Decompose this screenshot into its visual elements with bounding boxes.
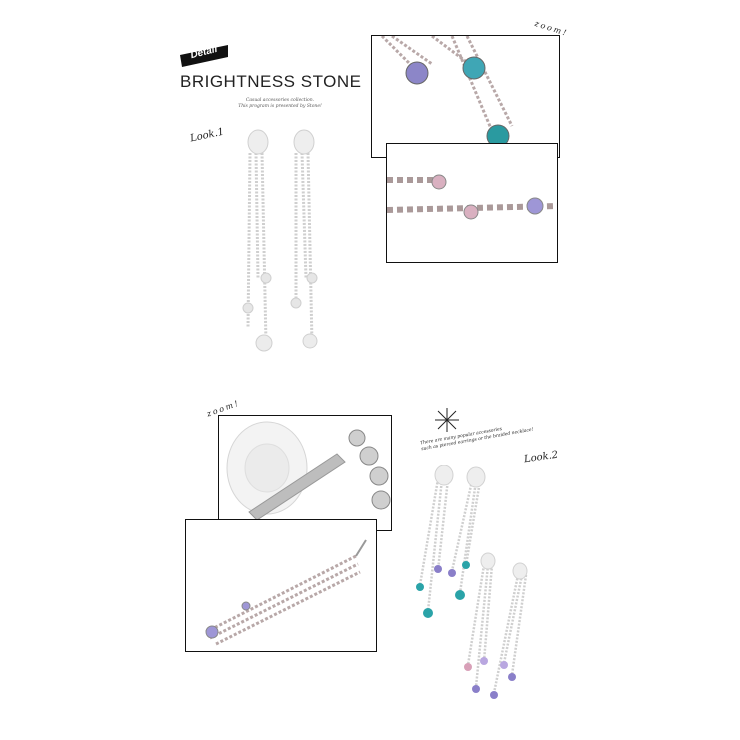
zoom-stones-illustration [380, 36, 514, 148]
subtitle-line-1: Casual accessories collection. [245, 98, 315, 103]
zoom-photo-post [218, 415, 392, 531]
earrings-illustration-1 [242, 129, 318, 352]
earrings-photo-look1 [236, 128, 336, 358]
subtitle: Casual accessories collection. This prog… [220, 98, 340, 110]
page-title: BRIGHTNESS STONE [180, 72, 362, 91]
subtitle-line-2: This program is presented by Stone! [238, 104, 322, 109]
sparkle-icon [435, 408, 459, 432]
earrings-photo-look2 [408, 465, 548, 715]
zoom-photo-chain [386, 143, 558, 263]
look1-label: Look.1 [189, 126, 226, 145]
zoom-photo-earring-side [185, 519, 377, 652]
sparkle-shape [435, 408, 459, 432]
earrings-illustration-2 [416, 465, 528, 699]
zoom-side-illustration [205, 539, 367, 646]
detail-tag: Detail [178, 44, 230, 67]
zoom-photo-stones [371, 35, 560, 158]
zoom-chain-illustration [387, 174, 557, 220]
tag-shape [180, 45, 228, 67]
look2-label: Look.2 [523, 449, 559, 466]
zoom-post-illustration [226, 421, 391, 521]
